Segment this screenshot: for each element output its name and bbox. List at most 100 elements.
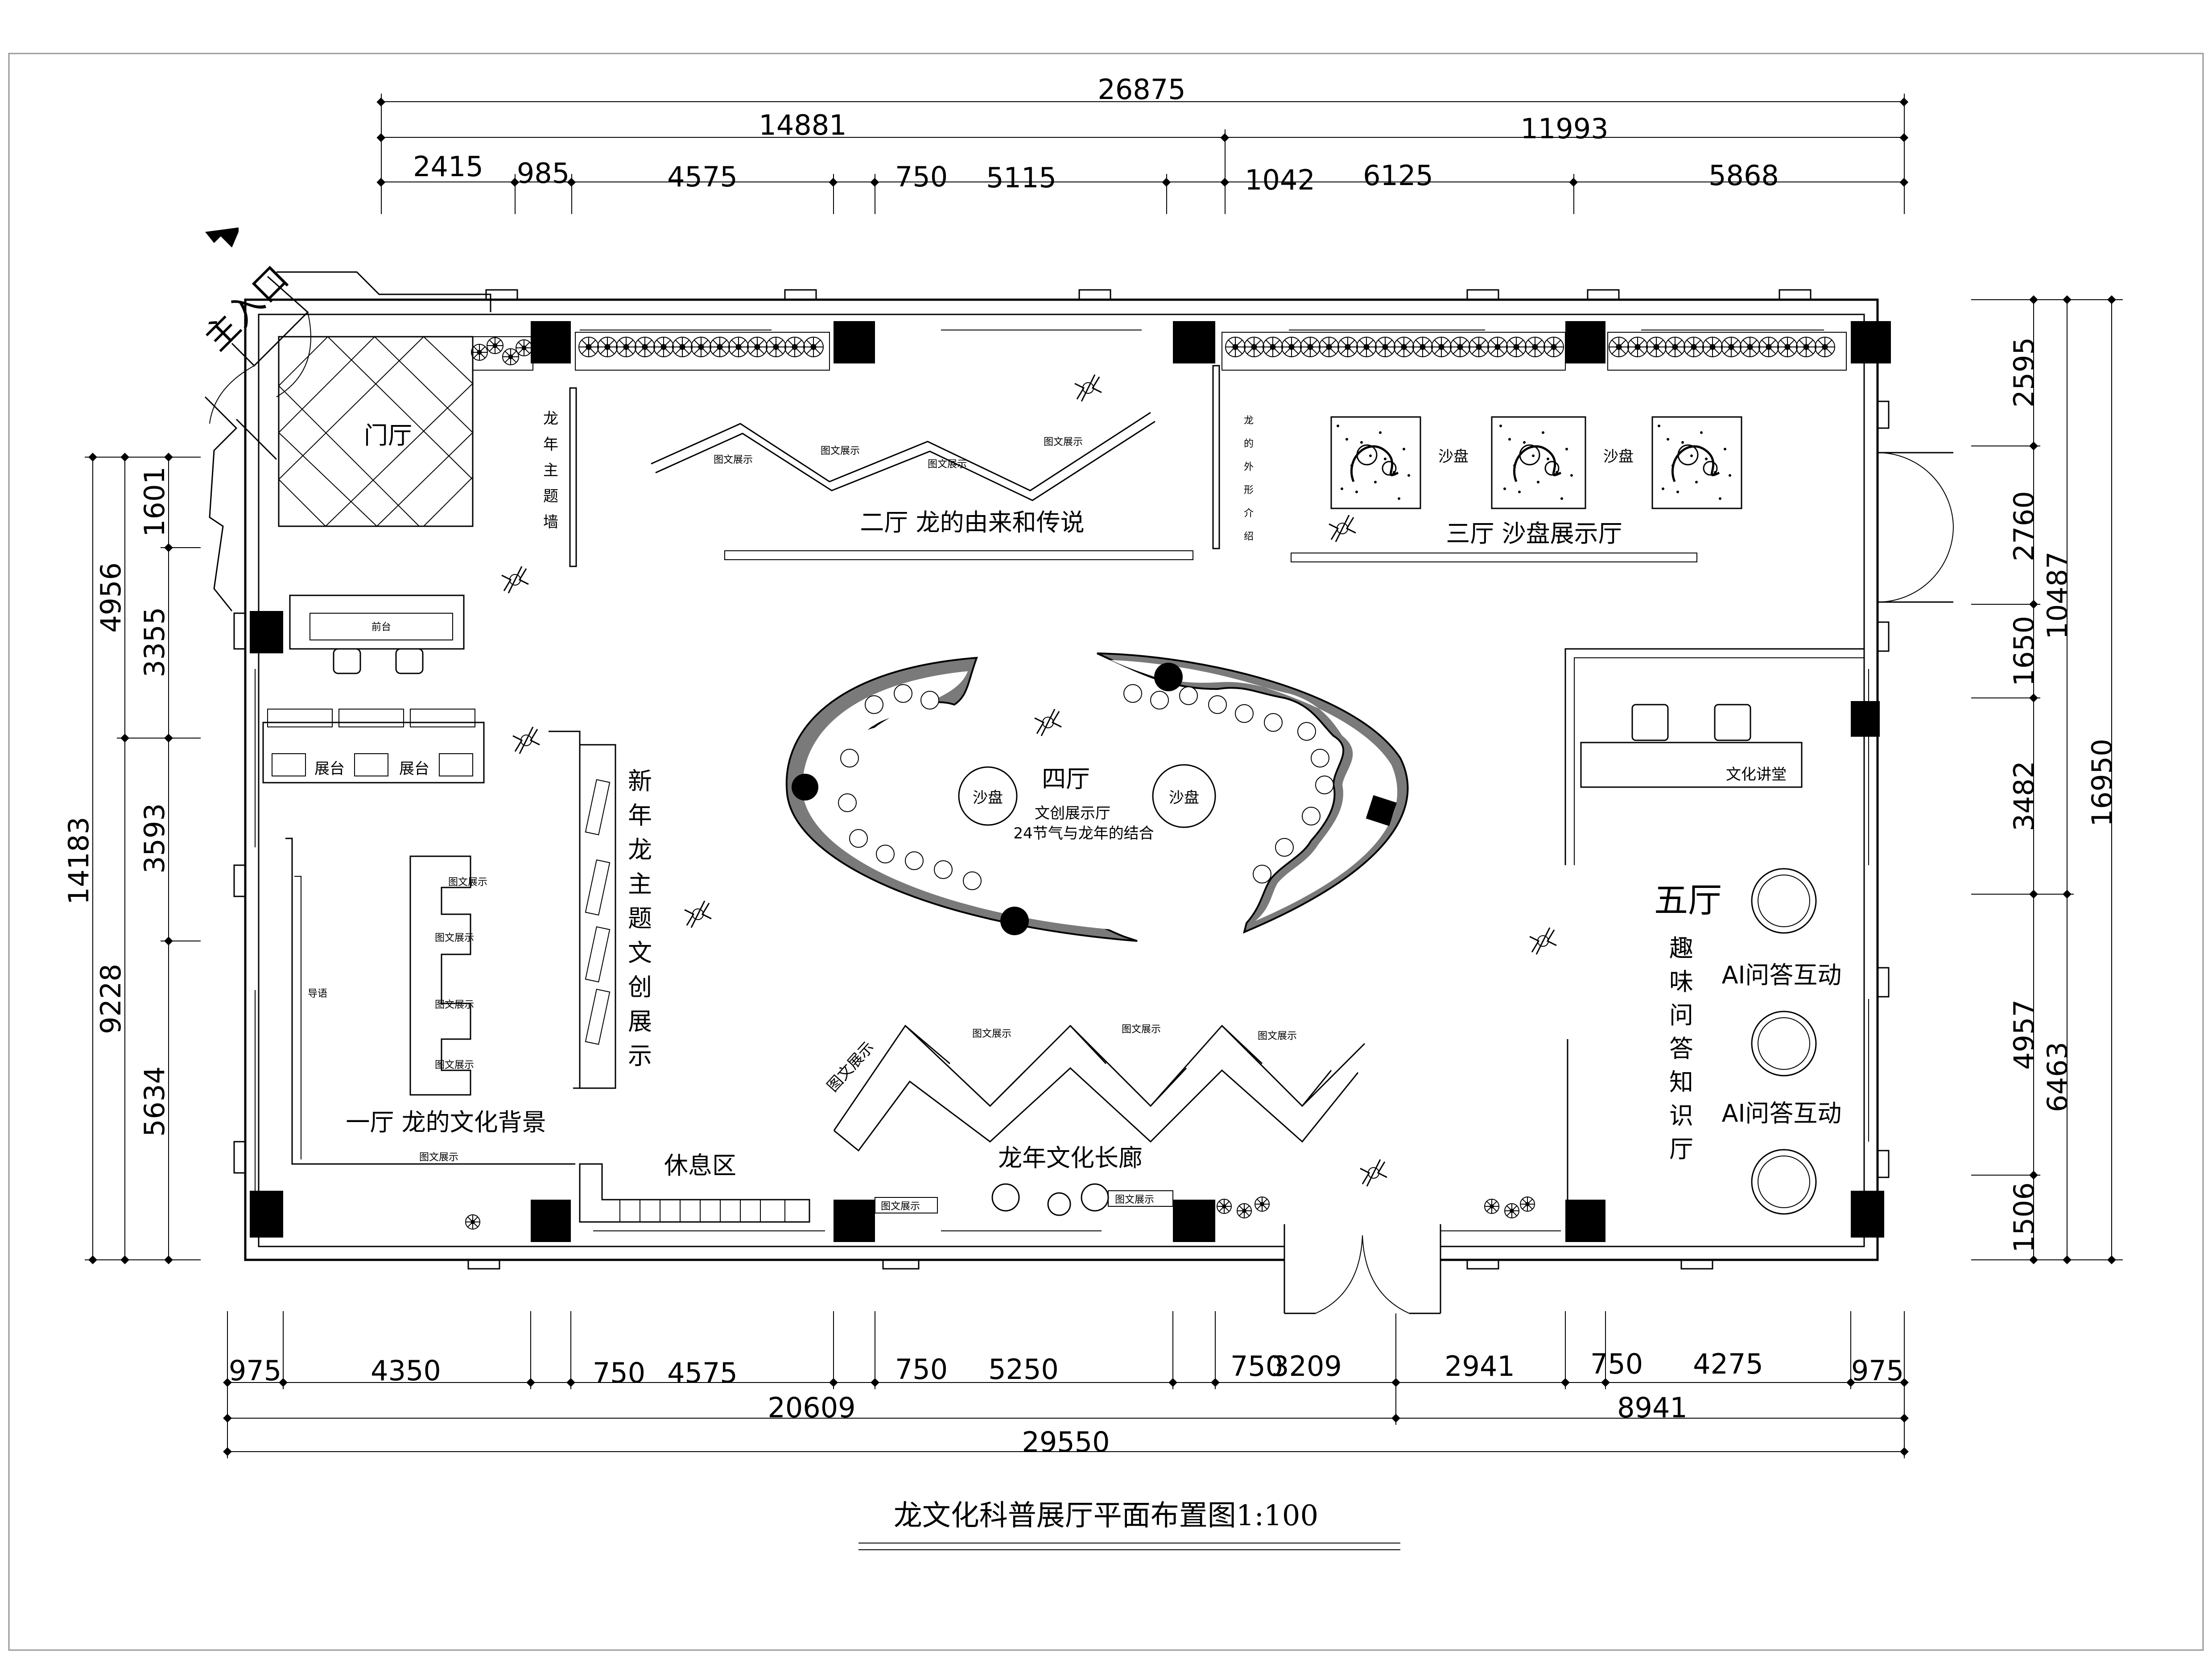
dim-bottom-l1-6: 750 (1230, 1350, 1283, 1382)
display-stand-label-2: 展台 (399, 760, 429, 778)
dim-bottom-l1-0: 975 (229, 1354, 281, 1387)
hall4-sandtable-1 (958, 766, 1018, 826)
dim-top-l2-a: 14881 (759, 109, 846, 141)
plant-icon (1263, 337, 1283, 357)
sandtable-dragon-patterns (1337, 425, 1731, 500)
person-icon (684, 900, 712, 928)
dim-left-outer: 14183 (62, 817, 95, 904)
hall5-v-char: 趣 (1669, 934, 1693, 962)
seat (1264, 713, 1283, 732)
plant-icon (1255, 1197, 1270, 1212)
plant-icon (1244, 337, 1264, 357)
dim-left-inner-0: 1601 (138, 466, 171, 537)
plant-icon (1665, 337, 1685, 357)
seat (1150, 691, 1169, 710)
plant-icon (1520, 1197, 1535, 1212)
plant-icon (1487, 337, 1508, 357)
reception-desk (289, 594, 465, 650)
planter-strip-top-right (1222, 332, 1847, 371)
person-icon (512, 726, 540, 754)
newyear-char: 创 (628, 973, 652, 1001)
drawing-title: 龙文化科普展厅平面布置图1:100 (894, 1499, 1318, 1532)
hall1-graphic-2: 图文展示 (435, 933, 474, 944)
corridor-graphic-5: 图文展示 (1115, 1194, 1154, 1205)
plant-icon (471, 344, 488, 361)
person-icon (1034, 709, 1062, 736)
seat (865, 695, 883, 714)
seat (1253, 865, 1271, 883)
plant-icon (1543, 337, 1564, 357)
seat (840, 749, 859, 768)
bottom-dimensions: 975 4350 750 4575 750 5250 750 3209 2941… (223, 1311, 1909, 1458)
seat (1235, 704, 1254, 723)
plant-icon (1412, 337, 1433, 357)
hall1-label: 一厅 龙的文化背景 (346, 1108, 546, 1136)
corridor-graphic-3: 图文展示 (1258, 1031, 1297, 1042)
hall4-label: 四厅 (1042, 765, 1090, 793)
dim-top-l3-3: 750 (895, 161, 948, 193)
dim-bottom-l1-1: 4350 (371, 1354, 441, 1387)
plant-icon (1450, 337, 1470, 357)
hall5-v-char: 味 (1669, 968, 1693, 996)
plant-icon (516, 339, 532, 356)
newyear-char: 题 (628, 904, 652, 933)
plant-icon (1394, 337, 1414, 357)
dragon-wall-char: 题 (543, 487, 558, 505)
ai-station-3 (1751, 1149, 1817, 1215)
planter-strip-top-left (472, 332, 830, 371)
plant-decorations (465, 337, 1835, 1230)
shape-intro-char: 的 (1244, 438, 1254, 450)
dim-right-outer: 16950 (2086, 739, 2118, 826)
shape-intro-char: 绍 (1244, 531, 1254, 542)
ai-station-1 (1751, 868, 1817, 934)
visitor-figures (501, 374, 1557, 1187)
dim-left-inner-2: 3593 (138, 803, 171, 874)
plant-icon (766, 337, 786, 357)
plant-icon (465, 1214, 480, 1230)
plant-icon (803, 337, 824, 357)
display-stands (262, 722, 485, 784)
seat (1315, 776, 1334, 794)
plant-icon (1319, 337, 1339, 357)
dim-bottom-l1-9: 750 (1590, 1348, 1643, 1380)
seat (894, 684, 912, 703)
plant-icon (1504, 1203, 1519, 1218)
seat (876, 845, 895, 863)
plant-icon (784, 337, 805, 357)
corridor: 图文展示 图文展示 图文展示 图文展示 龙年文化长廊 图文展示 图文展示 (824, 1024, 1366, 1216)
plant-icon (1627, 337, 1648, 357)
plant-icon (1777, 337, 1798, 357)
dim-left-inner-1: 3355 (138, 607, 171, 677)
seat (1179, 686, 1198, 705)
lecture-chair-2 (1714, 704, 1751, 741)
hall5-label: 五厅 (1654, 880, 1722, 920)
dim-bottom-l1-5: 5250 (988, 1353, 1059, 1386)
right-dimensions: 2595 2760 1650 3482 4957 1506 10487 6463… (1971, 295, 2123, 1264)
dim-left-mid-b: 9228 (95, 964, 127, 1034)
shape-intro-char: 形 (1244, 485, 1254, 496)
dim-right-inner-1: 2760 (2008, 491, 2040, 561)
dim-top-l3-7: 5868 (1709, 159, 1779, 192)
seat (920, 691, 939, 710)
dragon-wall-char: 年 (543, 436, 558, 454)
person-icon (501, 566, 529, 594)
dim-top-l3-1: 985 (517, 157, 570, 190)
plant-icon (616, 337, 636, 357)
dim-bottom-l1-10: 4275 (1693, 1348, 1763, 1380)
drawing-title-block: 龙文化科普展厅平面布置图1:100 (858, 1499, 1400, 1550)
display-stand-label-1: 展台 (314, 760, 345, 778)
seat (905, 851, 924, 870)
hall4: 沙盘 沙盘 四厅 文创展示厅 24节气与龙年的结合 (785, 652, 1409, 942)
dim-bottom-l2-b: 8941 (1617, 1391, 1688, 1424)
seat (1208, 695, 1227, 714)
corridor-graphic-4: 图文展示 (881, 1201, 920, 1212)
culture-lecture-label: 文化讲堂 (1726, 766, 1787, 784)
plant-icon (1796, 337, 1816, 357)
hall2-zigzag-panels (651, 412, 1156, 501)
right-exit-door (1877, 452, 1954, 603)
corridor-graphic-vertical: 图文展示 (824, 1038, 878, 1095)
plant-icon (1506, 337, 1527, 357)
dim-right-mid-b: 6463 (2041, 1042, 2074, 1112)
